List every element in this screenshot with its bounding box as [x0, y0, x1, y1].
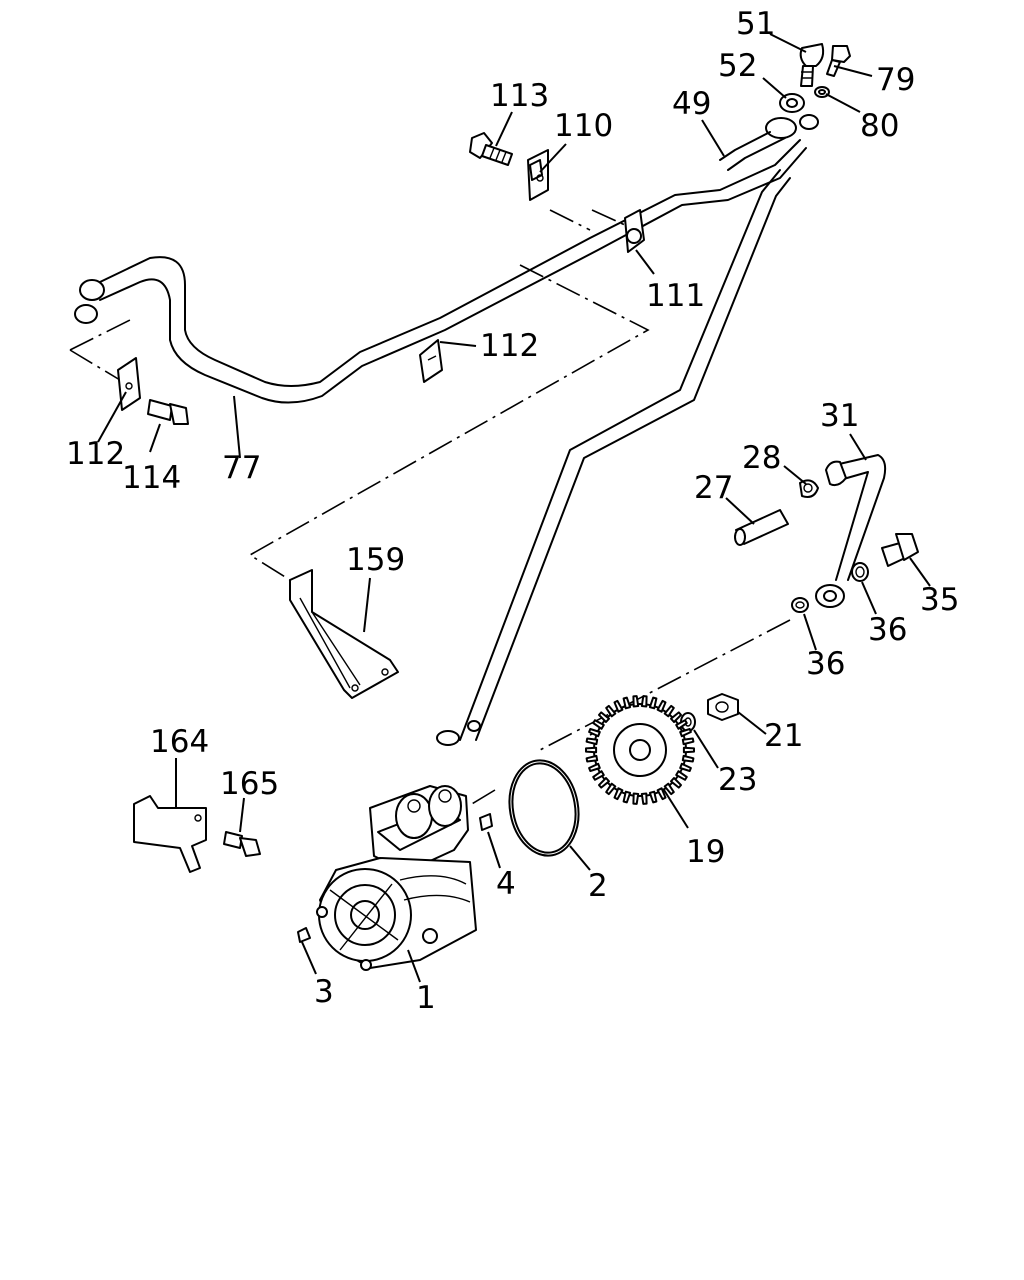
gear-tooth: [588, 762, 601, 772]
callout-165: 165: [220, 766, 279, 802]
air-compressor-1[interactable]: [316, 785, 477, 971]
callout-77: 77: [222, 450, 261, 486]
gear-tooth: [656, 699, 667, 713]
gear-tooth: [640, 695, 648, 708]
callout-164: 164: [150, 724, 209, 760]
gear-tooth: [681, 737, 695, 746]
callout-1: 1: [416, 980, 436, 1016]
gear-tooth: [663, 782, 675, 796]
callout-labels: 51 52 79 80 49 113 110 111 112 112 114 7…: [66, 6, 959, 1016]
sleeve-27[interactable]: [734, 509, 789, 546]
gear-tooth: [585, 754, 599, 763]
gear-19[interactable]: [585, 695, 695, 805]
callout-19: 19: [686, 834, 725, 870]
pipe-end-rings[interactable]: [436, 720, 481, 746]
nut-21[interactable]: [707, 693, 739, 721]
gear-tooth: [605, 704, 617, 718]
bolt-114[interactable]: [147, 399, 189, 425]
gear-tooth: [632, 792, 640, 805]
clamp-28[interactable]: [799, 479, 819, 498]
callout-31: 31: [820, 398, 859, 434]
callout-113: 113: [490, 78, 549, 114]
gear-tooth: [592, 770, 605, 781]
hose-31[interactable]: [815, 454, 887, 608]
gear-tooth: [640, 792, 648, 805]
callout-79: 79: [876, 62, 915, 98]
gear-tooth: [585, 746, 598, 754]
callout-112-upper: 112: [480, 328, 539, 364]
leader-lines: [97, 33, 931, 983]
bolt-35[interactable]: [881, 533, 919, 567]
o-ring-2[interactable]: [502, 755, 586, 861]
bracket-164[interactable]: [133, 795, 207, 873]
pipe-77[interactable]: [74, 139, 807, 404]
gear-tooth: [675, 770, 688, 781]
gear-tooth: [598, 711, 610, 723]
key-4[interactable]: [479, 813, 493, 831]
callout-49: 49: [672, 86, 711, 122]
callout-28: 28: [742, 440, 781, 476]
gear-tooth: [648, 696, 658, 710]
gear-tooth: [682, 746, 695, 754]
gear-tooth: [632, 695, 640, 708]
gear-tooth: [679, 728, 692, 738]
callout-35: 35: [920, 582, 959, 618]
gear-tooth: [622, 696, 632, 710]
callout-4: 4: [496, 866, 516, 902]
pipe-49[interactable]: [459, 114, 819, 741]
callout-159: 159: [346, 542, 405, 578]
callout-114: 114: [122, 460, 181, 496]
gear-tooth: [679, 762, 692, 772]
callout-52: 52: [718, 48, 757, 84]
gear-tooth: [670, 777, 682, 789]
banjo-bolt-51[interactable]: [799, 43, 825, 87]
callout-21: 21: [764, 718, 803, 754]
bolt-113[interactable]: [469, 132, 513, 166]
washer-80[interactable]: [814, 86, 830, 98]
key-3[interactable]: [297, 927, 311, 943]
callout-36-right: 36: [868, 612, 907, 648]
gear-tooth: [592, 719, 605, 730]
callout-80: 80: [860, 108, 899, 144]
washer-52[interactable]: [779, 93, 805, 113]
gear-tooth: [613, 699, 624, 713]
gear-tooth: [675, 719, 688, 730]
gear-tooth: [648, 790, 658, 804]
callout-112-lower: 112: [66, 436, 125, 472]
gear-tooth: [588, 728, 601, 738]
callout-51: 51: [736, 6, 775, 42]
washer-36-left[interactable]: [791, 597, 809, 613]
callout-111: 111: [646, 278, 705, 314]
gear-tooth: [663, 704, 675, 718]
bolt-79[interactable]: [826, 45, 851, 77]
callout-27: 27: [694, 470, 733, 506]
clip-110[interactable]: [527, 149, 549, 201]
gear-tooth: [598, 777, 610, 789]
gear-tooth: [613, 787, 624, 801]
callout-36-left: 36: [806, 646, 845, 682]
callout-2: 2: [588, 868, 608, 904]
callout-23: 23: [718, 762, 757, 798]
gear-tooth: [670, 711, 682, 723]
callout-3: 3: [314, 974, 334, 1010]
clip-112-upper[interactable]: [419, 339, 443, 383]
gear-tooth: [656, 787, 667, 801]
callout-110: 110: [554, 108, 613, 144]
gear-tooth: [622, 790, 632, 804]
gear-tooth: [681, 754, 695, 763]
bolt-165[interactable]: [223, 831, 261, 857]
washer-36-right[interactable]: [851, 562, 869, 582]
clip-111[interactable]: [624, 209, 645, 253]
gear-tooth: [605, 782, 617, 796]
gear-tooth: [585, 737, 599, 746]
bracket-159[interactable]: [289, 569, 399, 699]
